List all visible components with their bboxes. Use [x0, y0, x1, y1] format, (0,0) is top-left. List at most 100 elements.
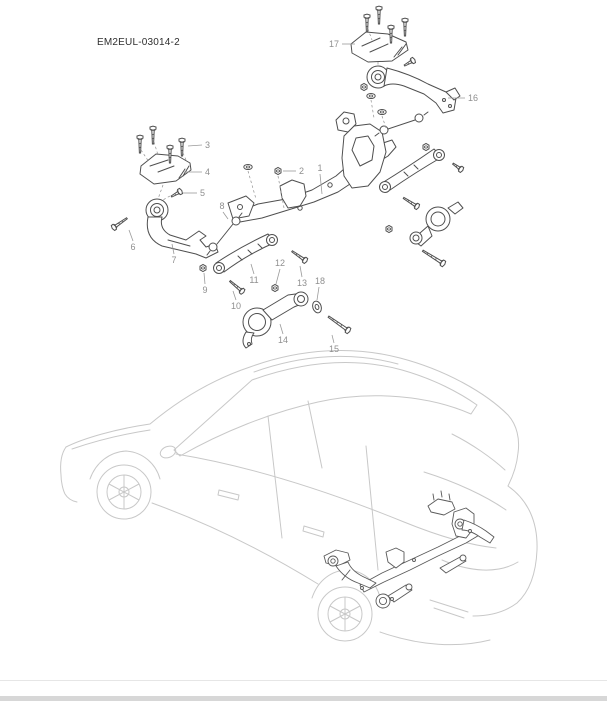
part-assist-arm-right — [379, 148, 445, 193]
callout-9-label: 9 — [202, 285, 207, 295]
callout-8: 8 — [219, 201, 229, 220]
callout-14-label: 14 — [278, 335, 288, 345]
car-door-cut-rear — [365, 445, 379, 571]
callout-7-label: 7 — [171, 255, 176, 265]
vehicle-outline — [60, 350, 538, 646]
part-lower-arm-right — [409, 201, 464, 247]
car-hood-line — [71, 429, 151, 450]
nut-assist-right — [422, 143, 430, 151]
nut-lower-right — [385, 225, 393, 233]
callout-14: 14 — [278, 323, 288, 345]
callout-16-label: 16 — [468, 93, 478, 103]
callout-10-label: 10 — [231, 301, 241, 311]
car-roof-rail — [253, 355, 399, 373]
car-front-arch — [89, 450, 161, 480]
callout-3: 3 — [187, 140, 210, 150]
callout-2-label: 2 — [299, 166, 304, 176]
bolt-17b — [375, 5, 383, 25]
washer-16a — [366, 93, 376, 99]
mini-bushing-left-core — [330, 558, 336, 564]
car-hatch-glass — [451, 433, 506, 471]
callout-12-label: 12 — [275, 258, 285, 268]
car-front-face — [60, 446, 78, 503]
car-door-handle-rear — [302, 525, 325, 538]
callout-13: 13 — [297, 265, 307, 288]
bolt-lower-right — [420, 247, 447, 268]
part-trailing-arm-right — [366, 65, 461, 114]
car-front-wheel — [96, 464, 152, 520]
callout-4: 4 — [184, 167, 210, 177]
page-bottom-bar — [0, 696, 607, 701]
car-tail-line1 — [423, 471, 507, 511]
callout-2: 2 — [283, 166, 304, 176]
part-mount-fasteners-2 — [243, 164, 282, 175]
mini-lower-arm-right — [439, 555, 467, 574]
nut-16-mount — [360, 83, 368, 91]
car-rear-under — [379, 631, 491, 646]
car-front-spokes — [108, 474, 140, 510]
callout-17: 17 — [329, 39, 355, 49]
part-bolt-10 — [227, 278, 247, 296]
part-bolt-13 — [289, 248, 309, 265]
mini-fastener-c — [468, 529, 472, 533]
part-bolt-5 — [169, 187, 184, 200]
callout-18-label: 18 — [315, 276, 325, 286]
callouts: 1 2 3 4 5 6 7 8 — [128, 39, 478, 354]
washer-16b — [377, 109, 387, 115]
callout-15-label: 15 — [329, 344, 339, 354]
mini-bolt2 — [440, 490, 443, 498]
callout-5: 5 — [183, 188, 205, 198]
bolt-3b — [149, 125, 157, 145]
callout-6-label: 6 — [130, 242, 135, 252]
callout-18: 18 — [315, 276, 325, 301]
bolt-assist-right-lower — [401, 194, 421, 211]
part-lower-arm-left — [242, 291, 309, 349]
callout-3-label: 3 — [205, 140, 210, 150]
installed-suspension-overlay — [323, 490, 495, 609]
callout-13-label: 13 — [297, 278, 307, 288]
mini-bracket-right — [427, 498, 456, 516]
exploded-parts — [110, 5, 465, 349]
car-sill — [151, 502, 319, 585]
mini-lower-arm-right-eye — [459, 554, 467, 562]
callout-9: 9 — [202, 272, 208, 295]
doc-code: EM2EUL-03014-2 — [97, 37, 180, 48]
bolt-3d — [178, 137, 186, 157]
callout-5-label: 5 — [200, 188, 205, 198]
car-rear-wheel — [317, 586, 373, 642]
mini-trailing-arm-right — [461, 519, 495, 544]
washer-2a — [243, 164, 253, 170]
part-rear-crossmember — [227, 111, 397, 223]
callout-11: 11 — [249, 263, 259, 285]
mini-fastener-d — [390, 597, 394, 601]
bolt-assist-right — [450, 160, 465, 174]
part-bolt-15 — [326, 313, 353, 335]
nut-2b — [274, 167, 282, 175]
callout-7: 7 — [171, 243, 177, 265]
callout-8-label: 8 — [219, 201, 224, 211]
mini-fastener-b — [412, 558, 416, 562]
car-glasshouse — [173, 362, 478, 457]
callout-1: 1 — [317, 163, 323, 195]
part-bolt-6 — [110, 215, 130, 232]
mini-lower-arm-left-eye — [405, 583, 413, 591]
mini-spring-seat-left-inner — [378, 596, 388, 606]
callout-15: 15 — [329, 334, 339, 354]
part-stab-link-left — [206, 212, 243, 256]
callout-1-label: 1 — [317, 163, 322, 173]
car-mirror — [159, 445, 177, 459]
part-stab-link-right — [374, 111, 429, 137]
callout-12: 12 — [275, 258, 285, 285]
callout-16: 16 — [448, 93, 478, 103]
callout-4-label: 4 — [205, 167, 210, 177]
bolt-17a — [363, 13, 371, 33]
part-assist-arm-left — [213, 233, 278, 274]
part-nut-12 — [271, 284, 279, 292]
car-b-pillar — [307, 400, 323, 469]
mini-fastener-a — [360, 586, 364, 590]
mini-bolt3 — [448, 493, 451, 501]
assembly-dashed-lines — [140, 28, 393, 209]
mini-trailing-arm-left — [335, 561, 377, 589]
part-washer-18 — [312, 300, 322, 314]
